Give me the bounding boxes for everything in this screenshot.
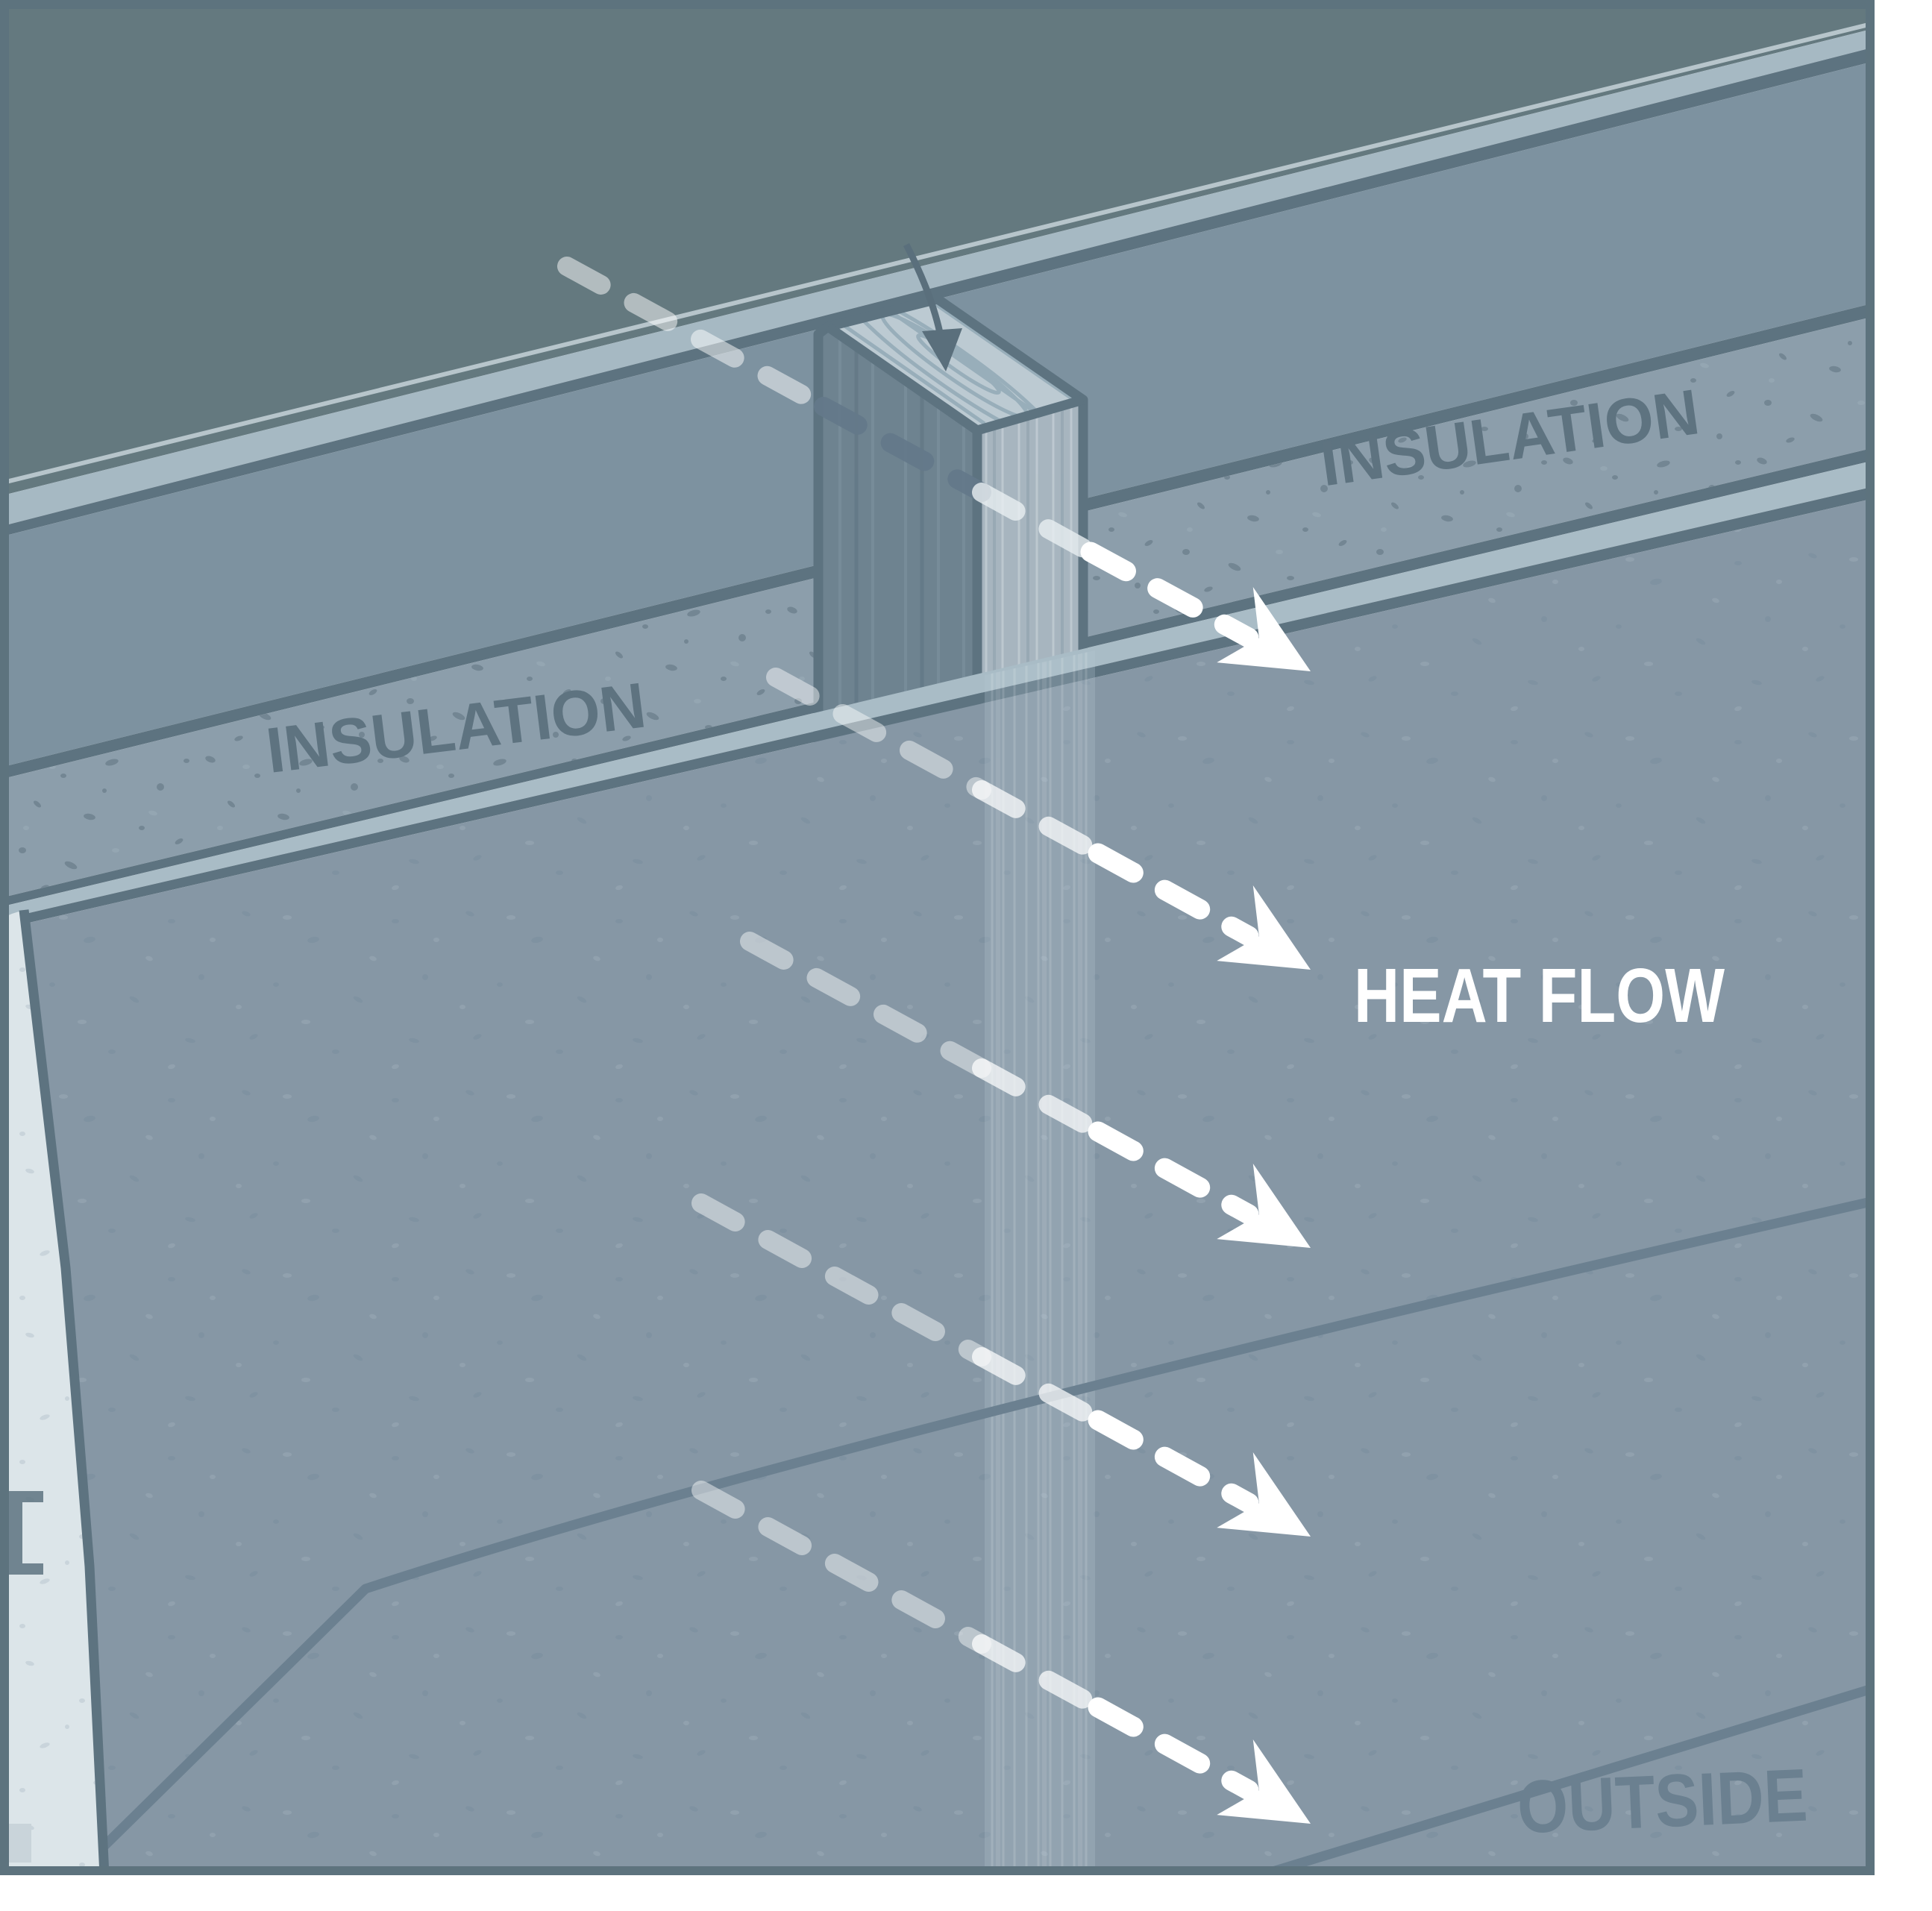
heat-flow-arrow-2 [766, 668, 1333, 1002]
top-plate-outline [0, 47, 1875, 537]
clapboard-notch [0, 1491, 43, 1575]
top-plate-band [0, 28, 1875, 527]
wood-stud [813, 294, 1096, 755]
heat-flow-dashes-stud-right [972, 483, 1096, 559]
heat-flow-arrows [557, 257, 1333, 1857]
stud-pointer-arrowhead [922, 328, 962, 371]
stud-pointer-arrow [903, 242, 962, 371]
illustration-content: INSULATION INSULATION [0, 0, 1875, 1875]
heat-flow-arrow-5 [691, 1481, 1333, 1857]
siding-seams [71, 1196, 1875, 1875]
siding-seam-upper [71, 1196, 1875, 1875]
cavity-bottom-band [0, 460, 1875, 920]
clapboard-tab [6, 1824, 31, 1863]
heat-flow-arrow-4 [691, 1193, 1333, 1569]
heat-flow-dashes-behind-stud [814, 397, 991, 502]
interior-dark-region [0, 0, 1875, 496]
siding-seam-lower [1259, 1683, 1875, 1875]
illustration-frame [0, 0, 1875, 1875]
plate-top-highlight [0, 21, 1875, 486]
heat-flow-arrow-1 [557, 257, 1333, 704]
cavity-bottom-outline [0, 486, 1875, 929]
outside-label: OUTSIDE [1516, 1754, 1810, 1850]
stud-ghost-band [985, 650, 1095, 1872]
siding-edge-board [0, 909, 110, 1875]
heat-flow-arrow-3 [740, 932, 1333, 1281]
heat-flow-label: HEAT FLOW [1354, 953, 1725, 1038]
sheathing-panel [0, 498, 1875, 1875]
